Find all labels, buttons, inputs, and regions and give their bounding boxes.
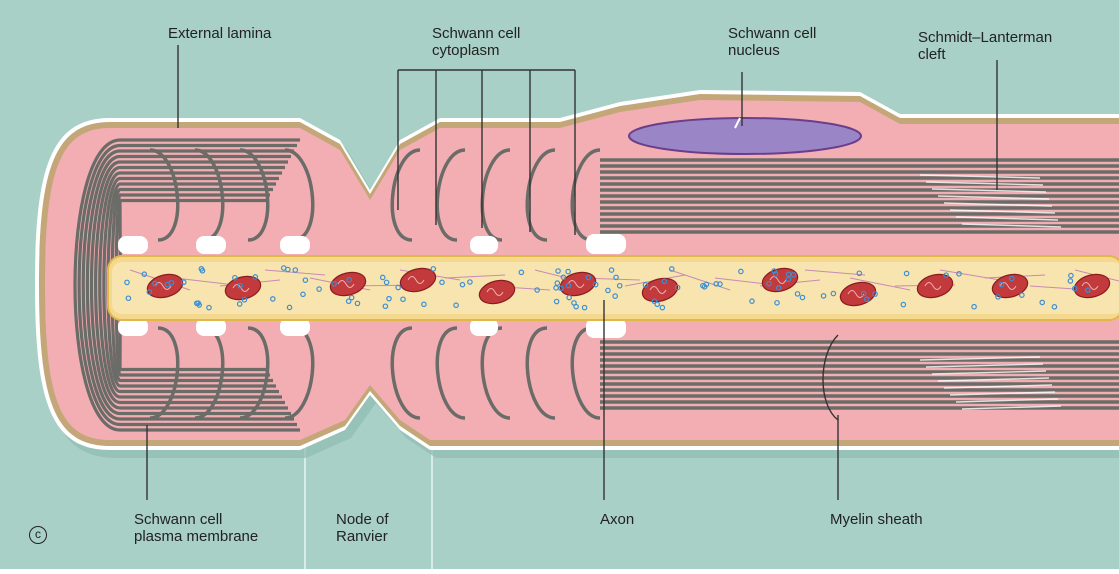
label-axon: Axon xyxy=(600,511,634,528)
periaxonal-space xyxy=(280,236,310,254)
periaxonal-space xyxy=(196,236,226,254)
periaxonal-space xyxy=(118,236,148,254)
label-schwann-nucleus: Schwann cell nucleus xyxy=(728,25,816,59)
label-schmidt-lanterman: Schmidt–Lanterman cleft xyxy=(918,29,1052,63)
label-external-lamina: External lamina xyxy=(168,25,271,42)
periaxonal-space xyxy=(470,236,498,254)
label-schwann-plasma-membrane: Schwann cell plasma membrane xyxy=(134,511,258,545)
label-schwann-cytoplasm: Schwann cell cytoplasm xyxy=(432,25,520,59)
schwann-nucleus xyxy=(629,118,861,154)
periaxonal-space xyxy=(586,234,626,254)
label-node-of-ranvier: Node of Ranvier xyxy=(336,511,389,545)
axoplasm xyxy=(112,262,1119,314)
axon xyxy=(108,256,1119,320)
panel-letter: c xyxy=(29,526,47,544)
label-myelin-sheath: Myelin sheath xyxy=(830,511,923,528)
